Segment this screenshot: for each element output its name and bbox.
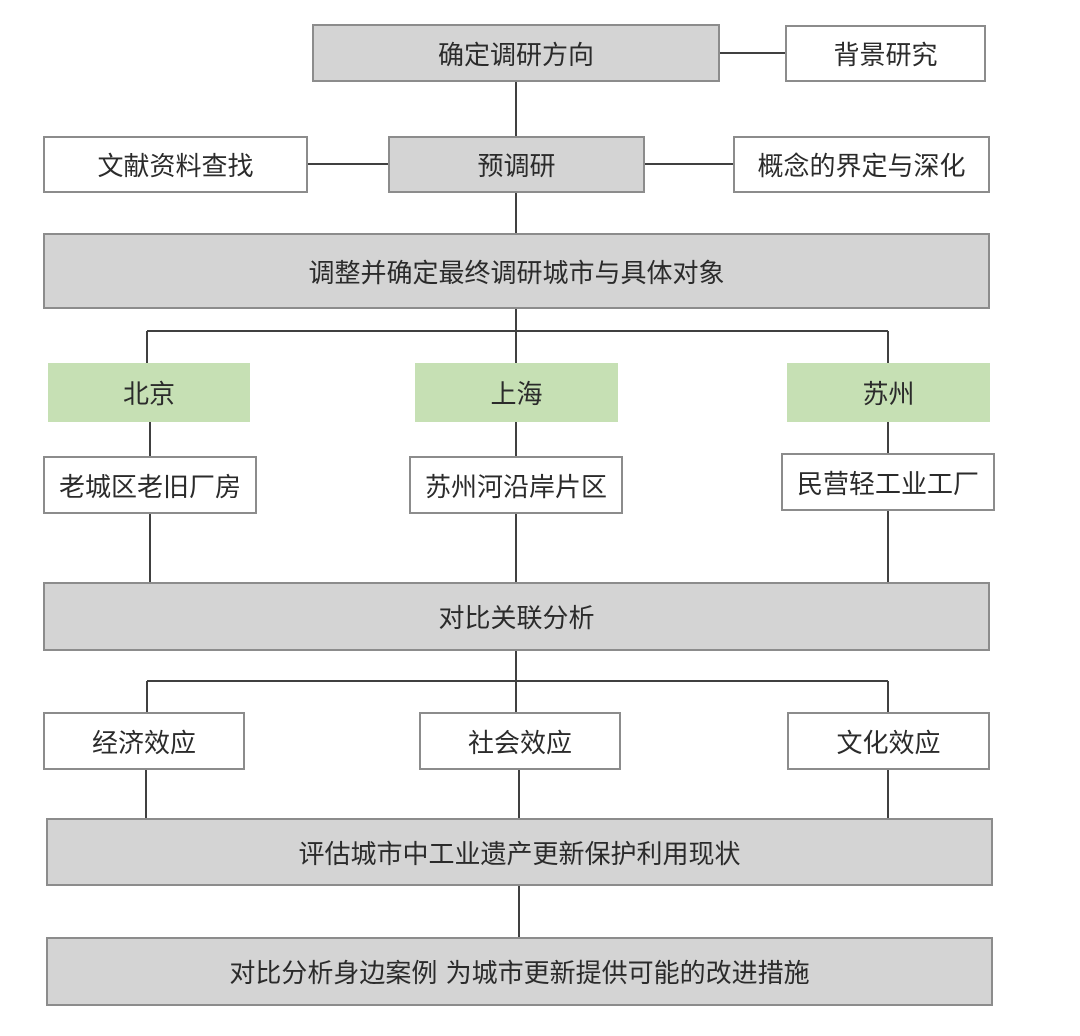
node-label: 上海 <box>490 380 543 410</box>
node-label: 文化效应 <box>836 728 941 759</box>
node-label: 确定调研方向 <box>437 40 594 71</box>
node-concept-definition: 概念的界定与深化 <box>733 136 990 193</box>
node-pre-research: 预调研 <box>388 136 645 193</box>
node-label: 文献资料查找 <box>97 152 254 182</box>
node-label: 背景研究 <box>833 41 938 71</box>
node-label: 对比分析身边案例 为城市更新提供可能的改进措施 <box>229 959 810 989</box>
node-label: 民营轻工业工厂 <box>796 469 979 500</box>
node-effect-cultural: 文化效应 <box>787 712 990 770</box>
node-city-shanghai: 上海 <box>415 363 618 422</box>
node-label: 调整并确定最终调研城市与具体对象 <box>308 258 725 289</box>
node-label: 评估城市中工业遗产更新保护利用现状 <box>298 839 741 870</box>
node-label: 北京 <box>122 380 175 410</box>
node-label: 经济效应 <box>91 728 196 759</box>
node-object-shanghai: 苏州河沿岸片区 <box>409 456 623 514</box>
node-city-suzhou: 苏州 <box>787 363 990 422</box>
node-effect-economic: 经济效应 <box>43 712 245 770</box>
node-city-beijing: 北京 <box>48 363 250 422</box>
node-label: 预调研 <box>477 152 556 182</box>
node-label: 苏州河沿岸片区 <box>424 472 607 503</box>
node-evaluate-status: 评估城市中工业遗产更新保护利用现状 <box>46 818 993 886</box>
node-label: 概念的界定与深化 <box>757 152 966 182</box>
node-object-suzhou: 民营轻工业工厂 <box>781 453 995 511</box>
node-label: 对比关联分析 <box>438 604 595 634</box>
node-adjust-target: 调整并确定最终调研城市与具体对象 <box>43 233 990 309</box>
node-effect-social: 社会效应 <box>419 712 621 770</box>
node-label: 老城区老旧厂房 <box>58 472 241 503</box>
node-literature-search: 文献资料查找 <box>43 136 308 193</box>
node-object-beijing: 老城区老旧厂房 <box>43 456 257 514</box>
node-label: 社会效应 <box>467 728 572 759</box>
node-research-direction: 确定调研方向 <box>312 24 720 82</box>
node-comparative-analysis: 对比关联分析 <box>43 582 990 651</box>
node-background-research: 背景研究 <box>785 25 986 82</box>
node-final-improvement: 对比分析身边案例 为城市更新提供可能的改进措施 <box>46 937 993 1006</box>
node-label: 苏州 <box>862 380 915 410</box>
